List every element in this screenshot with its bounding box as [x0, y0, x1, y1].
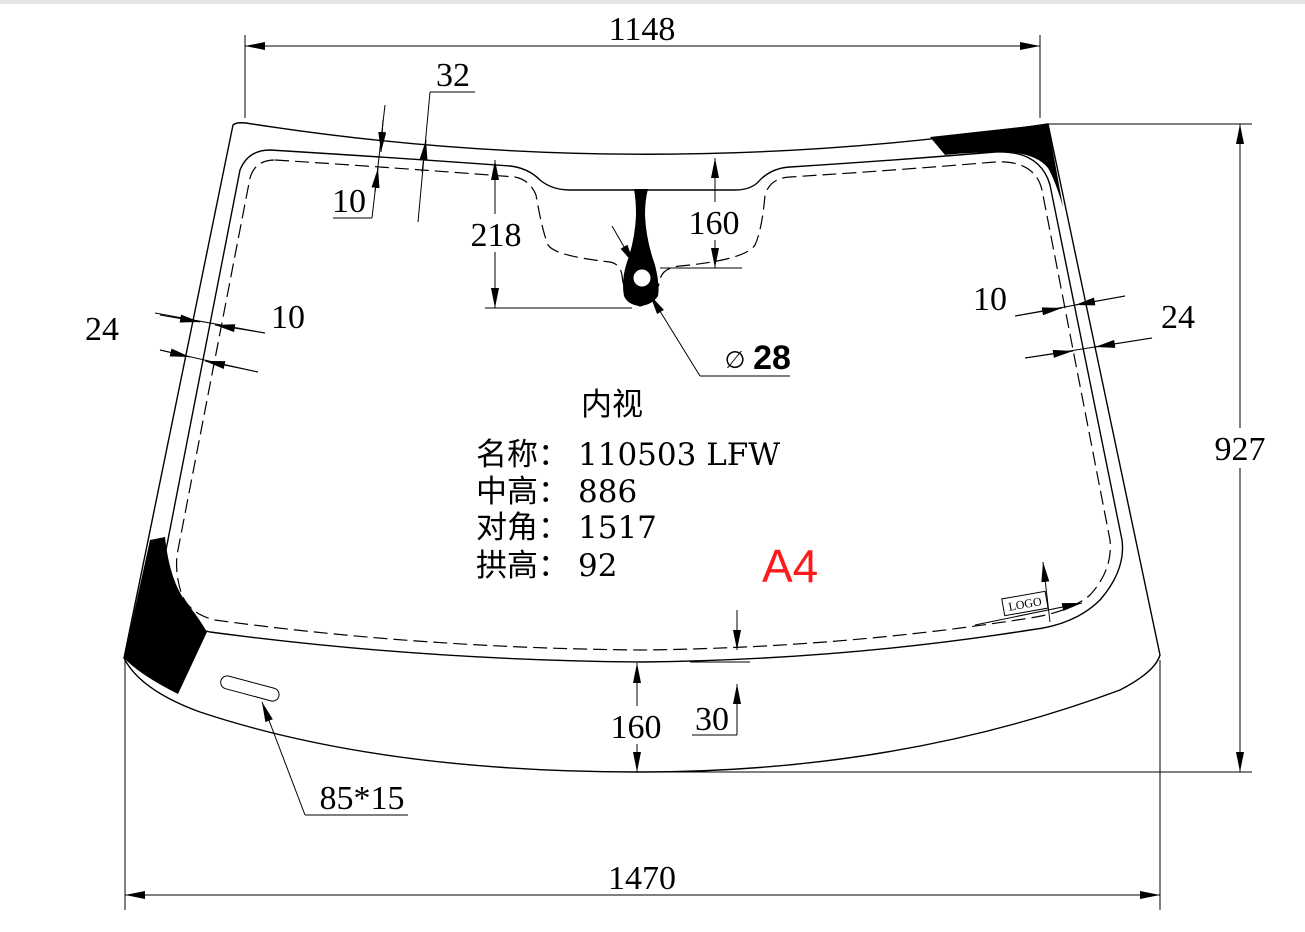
- dim-right-band: 24: [1161, 299, 1195, 336]
- spec-camber-label: 拱高：: [476, 548, 569, 584]
- black-frit-top-right: [930, 124, 1063, 207]
- dim-top-band: 32: [436, 57, 470, 94]
- spec-diagonal-value: 1517: [578, 510, 657, 546]
- dim-bottom-band: 160: [611, 709, 662, 746]
- dim-height: 927: [1215, 431, 1266, 468]
- dim-left-band: 24: [85, 311, 119, 348]
- dim-top-offset: 10: [332, 183, 366, 220]
- spec-camber-value: 92: [578, 548, 617, 584]
- logo-mark: LOGO: [1001, 590, 1049, 617]
- dim-mirror-hole: 28: [753, 339, 791, 377]
- dim-left-offset: 10: [271, 299, 305, 336]
- black-frit-bottom-left: [124, 537, 207, 694]
- spec-name-value: 110503 LFW: [578, 437, 780, 473]
- spec-center-height-label: 中高：: [476, 474, 569, 510]
- top-border-strip: [0, 0, 1305, 4]
- dim-bottom-width: 1470: [608, 860, 676, 897]
- logo-text: LOGO: [1007, 594, 1043, 614]
- dim-bottom-offset: 30: [695, 701, 729, 738]
- spec-diagonal-label: 对角：: [476, 510, 569, 546]
- dashed-offset-line: [175, 159, 1111, 651]
- sensor-slot: [220, 675, 280, 702]
- dim-mirror-notch: 160: [689, 205, 740, 242]
- view-label: 内视: [581, 387, 643, 423]
- spec-name-label: 名称：: [476, 437, 569, 473]
- spec-center-height-value: 886: [578, 474, 637, 510]
- dim-top-width: 1148: [609, 11, 676, 48]
- dim-right-offset: 10: [973, 281, 1007, 318]
- mirror-mount: [623, 189, 659, 306]
- frit-inner-edge: [163, 149, 1124, 663]
- diameter-symbol: ∅: [725, 346, 746, 374]
- glass-outline: [123, 122, 1161, 773]
- mirror-hole: [632, 268, 652, 288]
- variant-tag: A4: [762, 540, 818, 592]
- dim-slot-size: 85*15: [320, 780, 405, 817]
- dim-mirror-depth: 218: [471, 217, 522, 254]
- spec-list: 名称： 110503 LFW 中高： 886 对角： 1517 拱高： 92: [476, 437, 780, 584]
